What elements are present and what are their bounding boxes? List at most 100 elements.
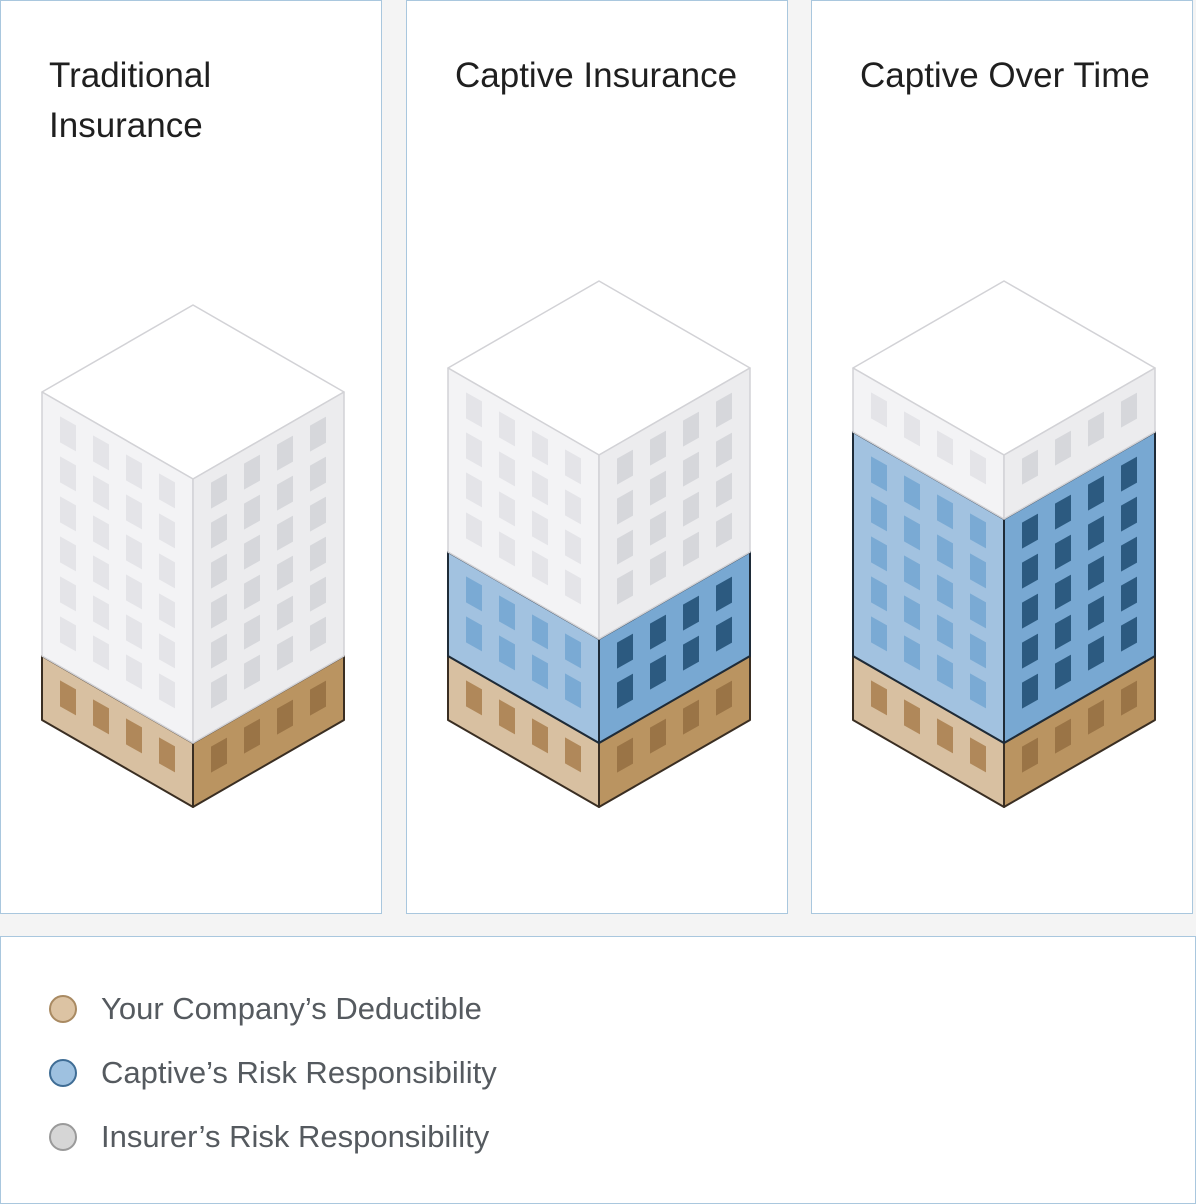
- window: [310, 576, 326, 612]
- window: [277, 555, 293, 591]
- window: [532, 614, 548, 650]
- panel-captive-insurance: Captive Insurance: [406, 0, 788, 914]
- window: [244, 614, 260, 650]
- panel-traditional-insurance: Traditional Insurance: [0, 0, 382, 914]
- window: [716, 392, 732, 428]
- window: [565, 633, 581, 669]
- window: [871, 536, 887, 572]
- window: [617, 569, 633, 605]
- window: [277, 635, 293, 671]
- window: [1022, 593, 1038, 629]
- window: [904, 635, 920, 671]
- window: [1055, 494, 1071, 530]
- window: [1121, 616, 1137, 652]
- window: [1088, 515, 1104, 551]
- window: [277, 699, 293, 735]
- window: [565, 489, 581, 525]
- window: [1022, 633, 1038, 669]
- window: [93, 475, 109, 511]
- window: [904, 515, 920, 551]
- window: [1121, 536, 1137, 572]
- window: [126, 614, 142, 650]
- building-stack-traditional: [41, 304, 345, 808]
- legend-swatch-insurer: [49, 1123, 77, 1151]
- window: [60, 616, 76, 652]
- window: [970, 513, 986, 549]
- window: [970, 449, 986, 485]
- window: [716, 472, 732, 508]
- window: [211, 673, 227, 709]
- window: [683, 491, 699, 527]
- window: [650, 430, 666, 466]
- window: [1022, 449, 1038, 485]
- window: [93, 435, 109, 471]
- legend-item-captive: Captive’s Risk Responsibility: [49, 1053, 497, 1093]
- window: [871, 456, 887, 492]
- window: [970, 553, 986, 589]
- window: [466, 432, 482, 468]
- window: [937, 574, 953, 610]
- window: [1022, 737, 1038, 773]
- window: [466, 512, 482, 548]
- window: [937, 654, 953, 690]
- window: [244, 718, 260, 754]
- window: [159, 513, 175, 549]
- panel-captive-over-time: Captive Over Time: [811, 0, 1193, 914]
- window: [1088, 595, 1104, 631]
- window: [277, 595, 293, 631]
- window: [93, 555, 109, 591]
- window: [970, 593, 986, 629]
- window: [499, 451, 515, 487]
- panel-title: Traditional Insurance: [49, 56, 212, 145]
- window: [937, 494, 953, 530]
- legend-item-deductible: Your Company’s Deductible: [49, 989, 482, 1029]
- window: [499, 595, 515, 631]
- window: [1055, 614, 1071, 650]
- window: [650, 470, 666, 506]
- window: [211, 593, 227, 629]
- window: [716, 576, 732, 612]
- window: [466, 616, 482, 652]
- window: [532, 654, 548, 690]
- window: [277, 475, 293, 511]
- window: [211, 633, 227, 669]
- legend-label: Captive’s Risk Responsibility: [101, 1055, 497, 1090]
- legend-label: Insurer’s Risk Responsibility: [101, 1119, 490, 1154]
- window: [93, 595, 109, 631]
- window: [1022, 673, 1038, 709]
- window: [159, 593, 175, 629]
- window: [60, 536, 76, 572]
- window: [683, 699, 699, 735]
- window: [244, 494, 260, 530]
- window: [466, 680, 482, 716]
- window: [499, 531, 515, 567]
- window: [310, 496, 326, 532]
- window: [1121, 496, 1137, 532]
- window: [683, 531, 699, 567]
- window: [1055, 430, 1071, 466]
- window: [970, 737, 986, 773]
- window: [159, 737, 175, 773]
- window: [970, 673, 986, 709]
- insurer-right-face: [1003, 367, 1156, 520]
- window: [937, 534, 953, 570]
- window: [937, 430, 953, 466]
- legend-item-insurer: Insurer’s Risk Responsibility: [49, 1117, 489, 1157]
- legend-swatch-deductible: [49, 995, 77, 1023]
- window: [617, 529, 633, 565]
- window: [565, 737, 581, 773]
- window: [871, 392, 887, 428]
- window: [1088, 699, 1104, 735]
- window: [159, 673, 175, 709]
- window: [211, 553, 227, 589]
- window: [1022, 513, 1038, 549]
- window: [617, 673, 633, 709]
- window: [126, 574, 142, 610]
- window: [1055, 718, 1071, 754]
- window: [937, 718, 953, 754]
- window: [904, 555, 920, 591]
- window: [60, 576, 76, 612]
- window: [683, 595, 699, 631]
- window: [310, 616, 326, 652]
- window: [277, 515, 293, 551]
